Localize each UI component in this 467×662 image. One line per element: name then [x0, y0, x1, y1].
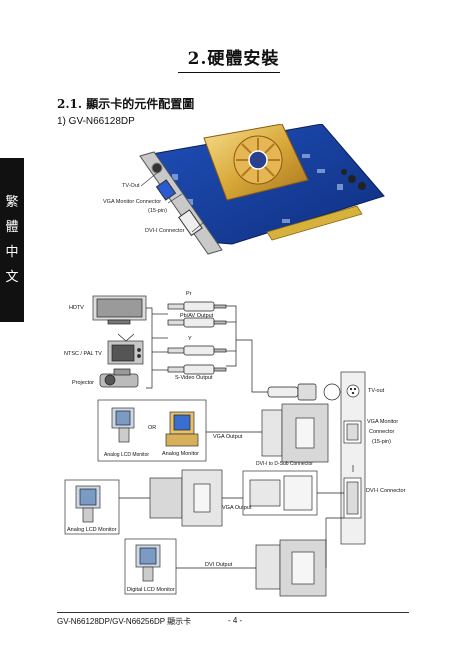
bracket-label-dvi: DVI-I Connector: [366, 488, 406, 494]
side-tab-char: 繁: [5, 195, 19, 210]
side-tab-char: 文: [5, 270, 19, 285]
signal-label-pr: Pr: [186, 291, 192, 297]
bracket-label-tvout: TV-out: [368, 388, 385, 394]
bracket-label-vga-1: VGA Monitor: [367, 419, 399, 425]
footer-page-number: - 4 -: [228, 616, 243, 625]
signal-label-svideo: S-Video Output: [175, 375, 213, 381]
device-label-analog-lcd-2: Analog LCD Monitor: [67, 527, 117, 533]
graphics-card-photo: [139, 124, 385, 255]
device-label-ntsc: NTSC / PAL TV: [64, 351, 102, 357]
card-label-vga: VGA Monitor Connector: [103, 199, 162, 205]
bracket-label-vga-2: Connector: [369, 429, 395, 435]
subsection-title: 1) GV-N66128DP: [57, 116, 135, 127]
card-label-tvout: TV-Out: [122, 183, 140, 189]
side-tab-char: 體: [5, 220, 19, 235]
footer-model: GV-N66128DP/GV-N66256DP 顯示卡: [57, 617, 192, 626]
footer-rule: [57, 612, 409, 613]
device-label-hdtv: HDTV: [69, 305, 84, 311]
chapter-underline: [178, 72, 280, 73]
card-label-dvi: DVI-I Connector: [145, 228, 185, 234]
signal-label-y: Y: [188, 336, 192, 342]
signal-label-pbav: Pb/AV Output: [180, 313, 214, 319]
bracket-label-vga-3: (15-pin): [372, 439, 391, 445]
side-tab-char: 中: [5, 245, 19, 260]
language-side-tab: 繁 體 中 文: [0, 158, 24, 322]
device-label-digital-lcd: Digital LCD Monitor: [127, 587, 175, 593]
device-label-analog-lcd-1: Analog LCD Monitor: [104, 452, 150, 458]
device-label-analog-monitor: Analog Monitor: [162, 451, 199, 457]
signal-label-dvi-output: DVI Output: [205, 562, 233, 568]
signal-label-vga-output-2: VGA Output: [222, 505, 252, 511]
chapter-title: 2.硬體安裝: [187, 49, 280, 69]
device-label-projector: Projector: [72, 380, 95, 386]
label-or: OR: [148, 425, 157, 431]
card-label-vga-pin: (15-pin): [148, 208, 167, 214]
section-title: 2.1. 顯示卡的元件配置圖: [57, 97, 195, 111]
signal-label-dvi-to-dsub: DVI-I to D-Sub Connector: [256, 461, 313, 467]
signal-label-vga-output-1: VGA Output: [213, 434, 243, 440]
